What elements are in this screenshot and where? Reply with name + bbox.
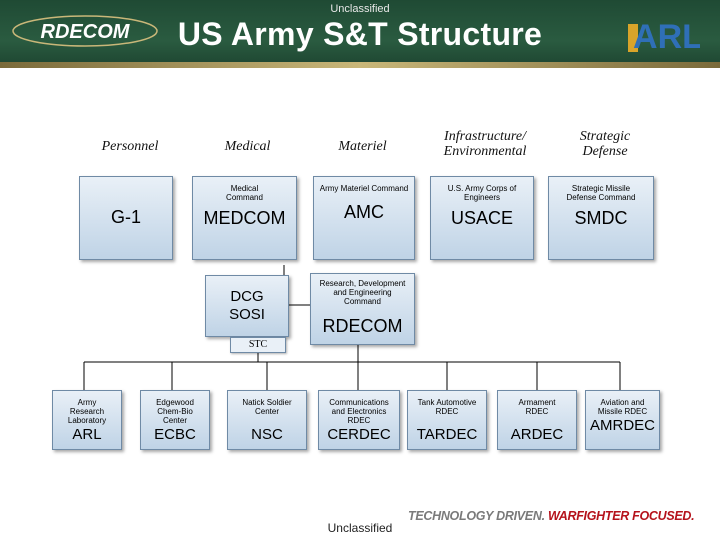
tardec-name: Tank Automotive RDEC <box>417 398 477 416</box>
classification-top: Unclassified <box>330 3 390 15</box>
box-cerdec: Communications and Electronics RDEC CERD… <box>318 390 400 450</box>
amrdec-abbr: AMRDEC <box>589 417 655 434</box>
page-title: US Army S&T Structure <box>177 16 543 52</box>
cerdec-abbr: CERDEC <box>327 426 391 443</box>
box-rdecom: Research, Development and Engineering Co… <box>310 273 415 345</box>
arl-logo-text: ARL <box>633 18 700 56</box>
header-divider <box>0 62 720 68</box>
stc-label: STC <box>230 337 286 353</box>
rdecom-logo-text: RDECOM <box>41 21 131 43</box>
g1-abbr: G-1 <box>110 207 141 227</box>
category-strategic-defense: Strategic Defense <box>579 129 631 159</box>
ardec-abbr: ARDEC <box>510 426 564 443</box>
rdecom-abbr: RDECOM <box>322 316 403 336</box>
box-amrdec: Aviation and Missile RDEC AMRDEC <box>585 390 660 450</box>
box-nsc: Natick Soldier Center NSC <box>227 390 307 450</box>
ardec-name: Armament RDEC <box>518 398 556 416</box>
category-materiel: Materiel <box>338 139 387 154</box>
box-g1: G-1 <box>79 176 173 260</box>
ecbc-abbr: ECBC <box>154 426 196 443</box>
arl-logo: ARL <box>628 18 700 56</box>
box-ecbc: Edgewood Chem-Bio Center ECBC <box>140 390 210 450</box>
box-tardec: Tank Automotive RDEC TARDEC <box>407 390 487 450</box>
smdc-name: Strategic Missile Defense Command <box>566 184 636 202</box>
usace-abbr: USACE <box>450 208 513 228</box>
box-ardec: Armament RDEC ARDEC <box>497 390 577 450</box>
box-smdc: Strategic Missile Defense Command SMDC <box>548 176 654 260</box>
tardec-abbr: TARDEC <box>416 426 478 443</box>
classification-bottom: Unclassified <box>327 521 393 535</box>
category-infrastructure: Infrastructure/ Environmental <box>443 129 527 159</box>
rdecom-name: Research, Development and Engineering Co… <box>319 279 406 306</box>
box-amc: Army Materiel Command AMC <box>313 176 415 260</box>
box-usace: U.S. Army Corps of Engineers USACE <box>430 176 534 260</box>
nsc-name: Natick Soldier Center <box>242 398 292 416</box>
category-medical: Medical <box>224 139 271 154</box>
tagline-part1: TECHNOLOGY DRIVEN. <box>408 509 545 523</box>
smdc-abbr: SMDC <box>574 208 628 228</box>
tagline-part2: WARFIGHTER FOCUSED. <box>547 509 695 523</box>
arl-abbr: ARL <box>72 426 102 443</box>
nsc-abbr: NSC <box>251 426 283 443</box>
rdecom-logo: RDECOM <box>12 15 158 47</box>
ecbc-name: Edgewood Chem-Bio Center <box>156 398 194 425</box>
dcg-label: DCG <box>230 288 264 305</box>
tagline: TECHNOLOGY DRIVEN. WARFIGHTER FOCUSED. <box>408 509 695 523</box>
arl-name: Army Research Laboratory <box>67 398 107 425</box>
medcom-abbr: MEDCOM <box>203 208 286 228</box>
medcom-name: Medical Command <box>226 184 263 202</box>
amc-abbr: AMC <box>344 202 384 222</box>
amrdec-name: Aviation and Missile RDEC <box>597 398 648 416</box>
amc-name: Army Materiel Command <box>319 184 409 193</box>
usace-name: U.S. Army Corps of Engineers <box>447 184 517 202</box>
box-arl: Army Research Laboratory ARL <box>52 390 122 450</box>
category-personnel: Personnel <box>101 139 159 154</box>
cerdec-name: Communications and Electronics RDEC <box>329 398 389 425</box>
box-dcg-sosi: DCG SOSI <box>205 275 289 337</box>
header-banner <box>0 0 720 68</box>
box-medcom: Medical Command MEDCOM <box>192 176 297 260</box>
sosi-label: SOSI <box>229 306 265 323</box>
